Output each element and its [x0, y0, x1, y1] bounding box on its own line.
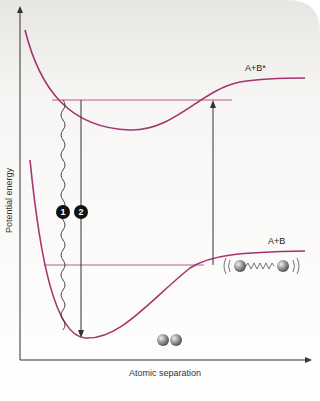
callout-number: 2 — [74, 205, 88, 219]
curve-label: A+B — [268, 236, 285, 247]
x-axis-head — [305, 357, 312, 363]
y-axis-head — [17, 6, 23, 13]
excited-level — [52, 100, 232, 101]
atom-ball — [170, 334, 182, 346]
callout-number: 1 — [56, 205, 70, 219]
excitation-arrow-head — [210, 100, 216, 108]
spring-bond — [246, 263, 274, 269]
axis-title: Potential energy — [5, 167, 16, 232]
atom-ball — [234, 260, 246, 272]
ground-curve — [30, 160, 305, 338]
ground-level — [44, 265, 204, 266]
atom-ball — [157, 334, 169, 346]
vibration-marks — [224, 258, 230, 274]
vibration-marks — [293, 258, 299, 274]
atom-ball — [277, 260, 289, 272]
excitation-arrow — [213, 107, 214, 265]
y-axis — [20, 12, 21, 360]
excited-curve — [25, 30, 305, 130]
curve-label: A+B* — [245, 63, 266, 74]
axis-title: Atomic separation — [129, 368, 201, 379]
emission-arrow-head — [78, 330, 84, 338]
x-axis — [20, 360, 306, 361]
